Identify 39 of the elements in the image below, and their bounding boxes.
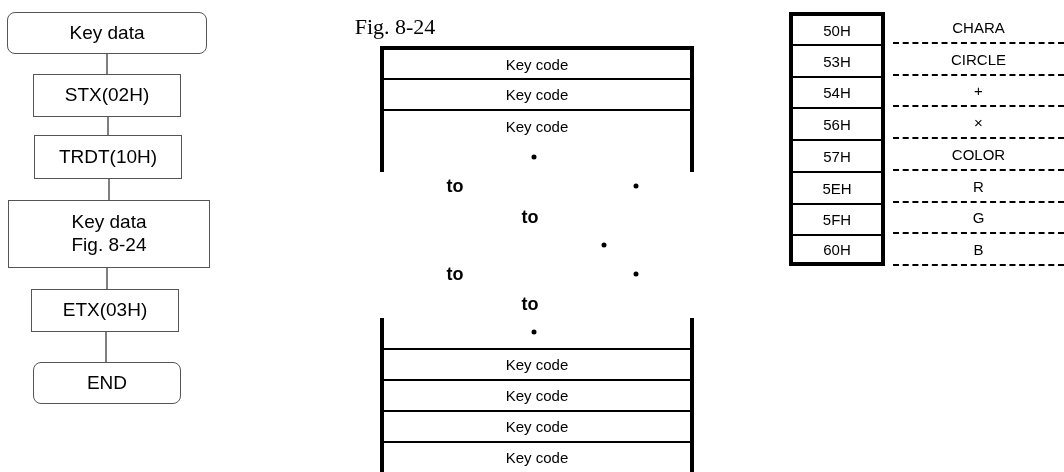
table-cell: Key code — [380, 109, 694, 141]
table-cell: G — [893, 203, 1064, 234]
connector-line — [106, 53, 108, 75]
table-cell: Key code — [380, 410, 694, 441]
range-text: to — [445, 174, 465, 198]
table-cell: 5FH — [789, 203, 885, 234]
table-cell: × — [893, 107, 1064, 139]
table-cell: 60H — [789, 234, 885, 266]
process-box: ETX(03H) — [31, 289, 179, 332]
connector-line — [105, 331, 107, 363]
terminal-box: Key data — [7, 12, 207, 54]
range-text: to — [520, 292, 540, 316]
table-cell: CIRCLE — [893, 44, 1064, 76]
table-cell: 5EH — [789, 171, 885, 203]
connector-line — [108, 178, 110, 201]
terminal-box: END — [33, 362, 181, 404]
connector-line — [107, 116, 109, 136]
table-cell: B — [893, 234, 1064, 266]
table-cell: Key code — [380, 441, 694, 472]
table-cell: + — [893, 76, 1064, 107]
table-cell: Key code — [380, 46, 694, 78]
table-cell: COLOR — [893, 139, 1064, 171]
process-box: STX(02H) — [33, 74, 181, 117]
table-cell: Key code — [380, 348, 694, 379]
connector-line — [106, 267, 108, 290]
figure-title: Fig. 8-24 — [353, 13, 437, 41]
table-cell: CHARA — [893, 12, 1064, 44]
range-text: to — [520, 205, 540, 229]
table-cell: Key code — [380, 78, 694, 109]
table-cell: 54H — [789, 76, 885, 107]
table-cell: Key code — [380, 379, 694, 410]
table-cell: 57H — [789, 139, 885, 171]
table-cell: 53H — [789, 44, 885, 76]
table-cell: 56H — [789, 107, 885, 139]
table-cell: 50H — [789, 12, 885, 44]
process-box: Key data Fig. 8-24 — [8, 200, 210, 268]
table-cell: R — [893, 171, 1064, 203]
range-text: to — [445, 262, 465, 286]
process-box: TRDT(10H) — [34, 135, 182, 179]
